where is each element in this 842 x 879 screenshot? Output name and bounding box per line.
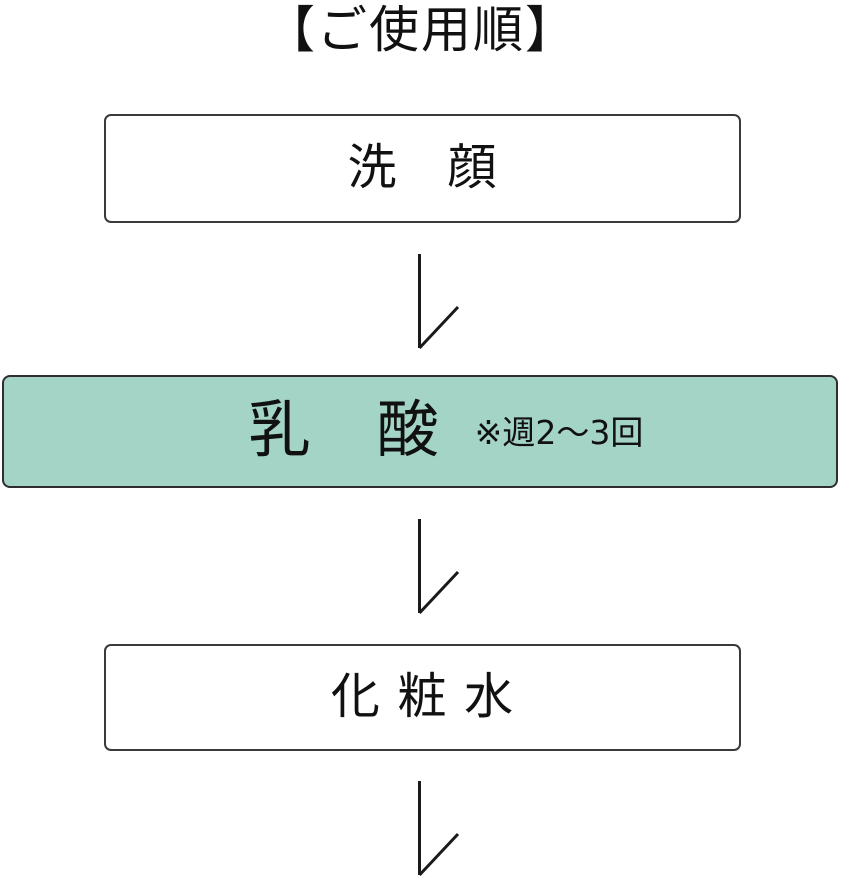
step-label-lotion: 化 粧 水 xyxy=(330,668,515,725)
step-note-lactic-acid: ※週2〜3回 xyxy=(474,413,644,452)
page-title: 【ご使用順】 xyxy=(265,1,577,59)
down-arrow-icon xyxy=(400,250,480,354)
step-box-lotion: 化 粧 水 xyxy=(104,644,741,751)
down-arrow-icon xyxy=(400,515,480,619)
step-box-lactic-acid: 乳 酸 ※週2〜3回 xyxy=(2,375,838,488)
down-arrow-icon xyxy=(400,777,480,879)
step-label-wash: 洗 顔 xyxy=(347,139,498,196)
lactic-acid-row: 乳 酸 ※週2〜3回 xyxy=(30,392,842,466)
step-box-wash: 洗 顔 xyxy=(104,114,741,223)
step-label-lactic-acid: 乳 酸 xyxy=(248,392,441,466)
